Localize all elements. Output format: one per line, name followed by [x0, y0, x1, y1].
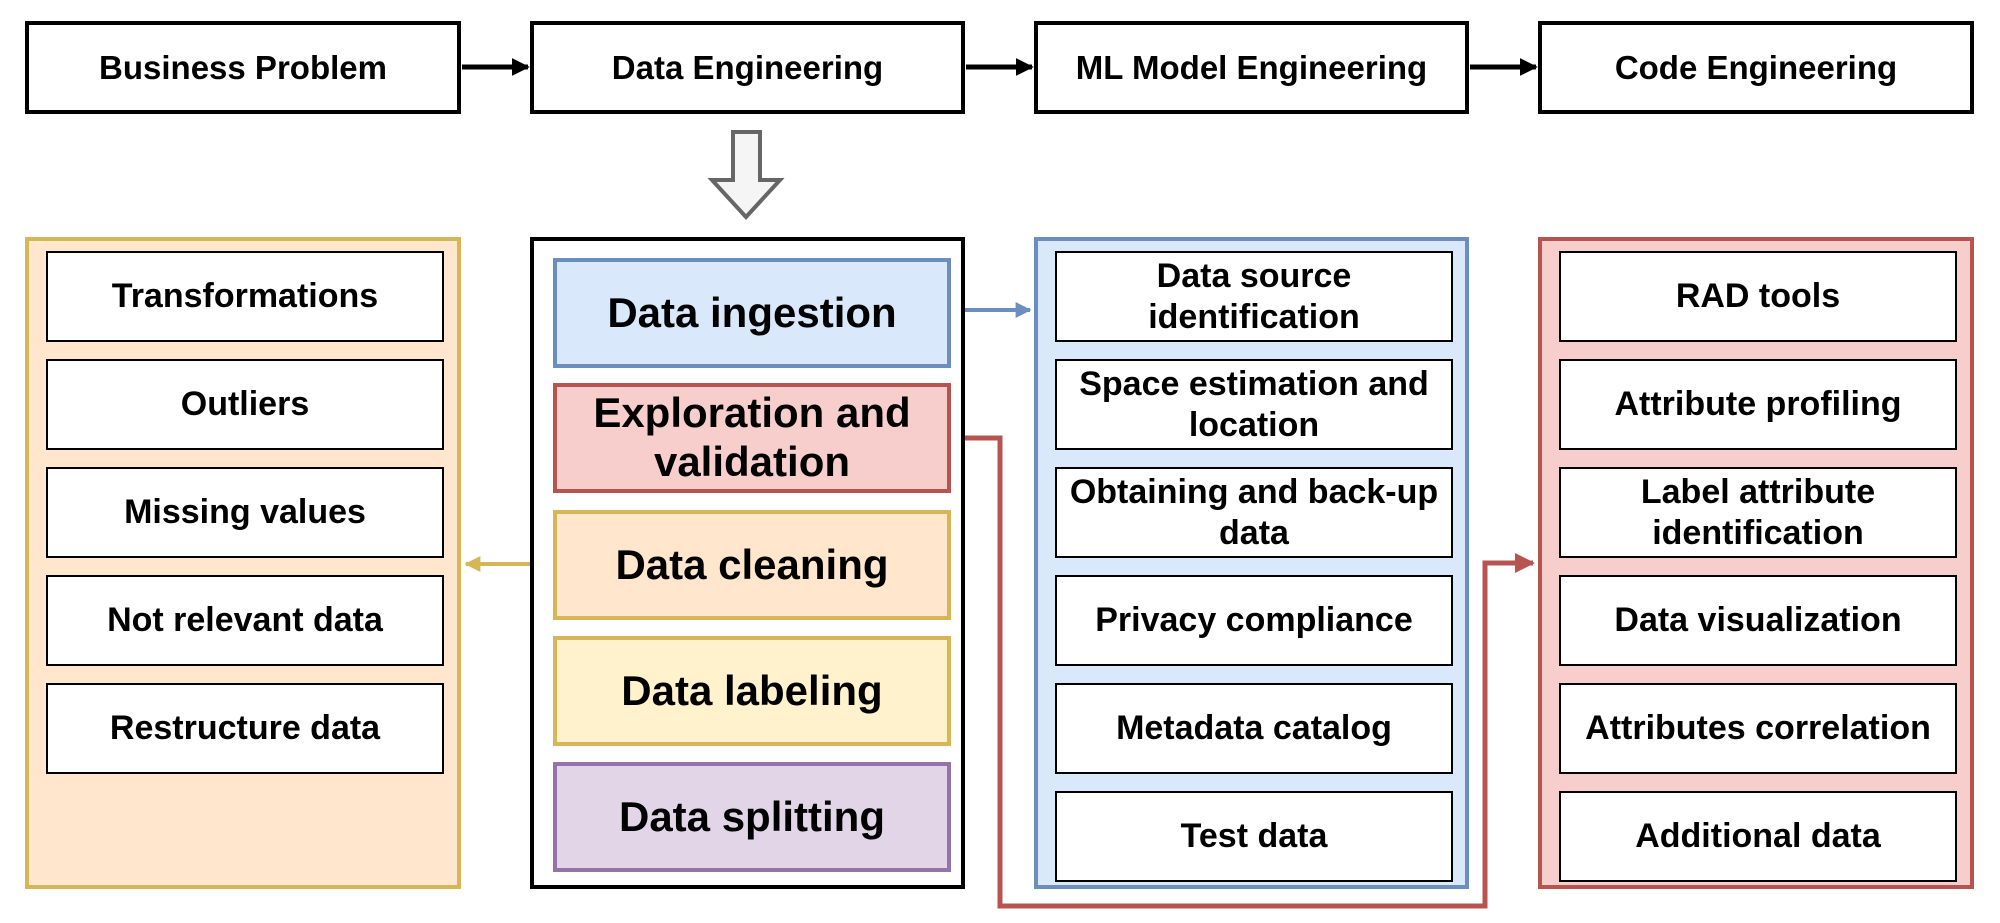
stage-ml-model-engineering: ML Model Engineering — [1034, 21, 1469, 114]
task-attribute-profiling: Attribute profiling — [1559, 359, 1957, 450]
exploration-tasks-panel: RAD tools Attribute profiling Label attr… — [1538, 237, 1974, 889]
data-ingestion-tasks-panel: Data source identification Space estimat… — [1034, 237, 1469, 889]
stage-code-engineering: Code Engineering — [1538, 21, 1974, 114]
task-label-attribute-identification: Label attribute identification — [1559, 467, 1957, 558]
task-metadata-catalog: Metadata catalog — [1055, 683, 1453, 774]
task-missing-values: Missing values — [46, 467, 444, 558]
task-additional-data: Additional data — [1559, 791, 1957, 882]
task-data-source-identification: Data source identification — [1055, 251, 1453, 342]
stage-business-problem: Business Problem — [25, 21, 461, 114]
task-obtaining-and-backup-data: Obtaining and back-up data — [1055, 467, 1453, 558]
task-rad-tools: RAD tools — [1559, 251, 1957, 342]
task-not-relevant-data: Not relevant data — [46, 575, 444, 666]
task-restructure-data: Restructure data — [46, 683, 444, 774]
task-space-estimation-and-location: Space estimation and location — [1055, 359, 1453, 450]
task-test-data: Test data — [1055, 791, 1453, 882]
step-exploration-and-validation: Exploration and validation — [553, 383, 951, 493]
task-attributes-correlation: Attributes correlation — [1559, 683, 1957, 774]
task-outliers: Outliers — [46, 359, 444, 450]
data-cleaning-tasks-panel: Transformations Outliers Missing values … — [25, 237, 461, 889]
task-privacy-compliance: Privacy compliance — [1055, 575, 1453, 666]
data-engineering-steps-panel: Data ingestion Exploration and validatio… — [530, 237, 965, 889]
step-data-cleaning: Data cleaning — [553, 510, 951, 620]
step-data-splitting: Data splitting — [553, 762, 951, 872]
step-data-ingestion: Data ingestion — [553, 258, 951, 368]
task-data-visualization: Data visualization — [1559, 575, 1957, 666]
arrow-exploration-to-tasks — [948, 435, 1535, 909]
task-transformations: Transformations — [46, 251, 444, 342]
step-data-labeling: Data labeling — [553, 636, 951, 746]
stage-data-engineering: Data Engineering — [530, 21, 965, 114]
expand-data-engineering-arrow — [707, 130, 785, 220]
